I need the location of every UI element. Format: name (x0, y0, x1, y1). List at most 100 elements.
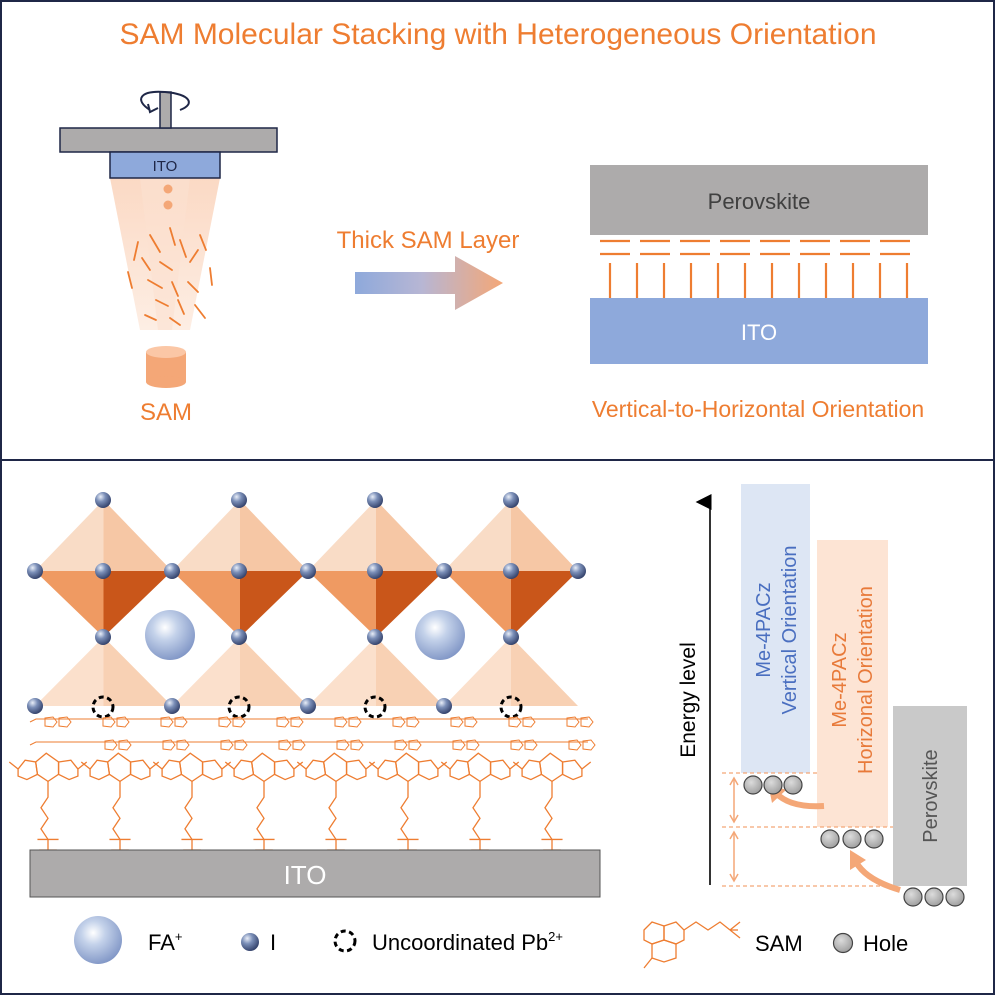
pyrrole-ring (106, 752, 132, 783)
hole (945, 887, 965, 907)
methyl-bond (8, 761, 19, 770)
sam-molecule (152, 752, 232, 851)
sam-molecule-icon (643, 921, 741, 969)
octahedron-face (308, 571, 376, 637)
ito-substrate (109, 151, 221, 179)
hole (820, 829, 840, 849)
methyl-bond (293, 761, 304, 770)
sam-dash (171, 281, 179, 297)
vertical-sam-molecules-array (8, 752, 592, 851)
rotation-arrow-icon (140, 90, 190, 111)
legend-sam-label: SAM (755, 931, 803, 956)
sam-dash (199, 234, 207, 251)
octahedron-face (103, 500, 172, 571)
vertical-sam-molecules (608, 263, 909, 298)
carbazole-ring (466, 739, 480, 751)
carbazole-ring (510, 739, 524, 751)
sam-dash (209, 267, 213, 286)
octahedron-face (35, 571, 104, 637)
octahedron-face (376, 571, 444, 637)
carbazole-ring (392, 716, 406, 728)
iodine-sphere (164, 563, 180, 579)
sam-molecule (296, 752, 376, 851)
spin-shaft (159, 91, 172, 129)
carbazole-ring (334, 716, 348, 728)
uncoordinated-pb-site (91, 695, 115, 719)
octahedron-face (172, 500, 240, 571)
legend-pb-label: Uncoordinated Pb2+ (372, 929, 563, 955)
fa-sphere (145, 610, 195, 660)
sam-dash (144, 314, 157, 321)
pyrrole-ring (394, 752, 420, 783)
fa-sphere-icon (74, 916, 122, 964)
horizontal-sam-molecules (600, 239, 910, 256)
alkyl-chain (256, 781, 265, 840)
octahedron-face (172, 571, 240, 637)
octahedron-face (240, 571, 308, 637)
octahedron-face (511, 637, 578, 706)
octahedron-face (308, 637, 376, 706)
legend-hole-label: Hole (863, 931, 908, 956)
iodine-sphere (164, 698, 180, 714)
ito-substrate-label: ITO (153, 158, 178, 175)
carbazole-ring (350, 739, 364, 751)
perovskite-bar-label: Perovskite (920, 749, 942, 842)
iodine-sphere (300, 698, 316, 714)
legend-chain (683, 921, 731, 931)
sam-dash (141, 257, 151, 271)
methyl-bond (509, 761, 520, 770)
sam-dash (169, 317, 181, 326)
horizontal-bar-line2: Horizonal Orientation (855, 586, 877, 774)
carbazole-ring (348, 716, 362, 728)
sam-dash (159, 261, 173, 271)
horizontal-sam-chains (29, 716, 596, 751)
octahedron-face (376, 500, 444, 571)
legend-methyl (643, 957, 653, 969)
benzene-ring (377, 759, 399, 781)
methyl-bond (77, 761, 88, 770)
pyrrole-ring (34, 752, 60, 783)
perovskite-layer (590, 165, 928, 235)
iodine-sphere (95, 563, 111, 579)
hole (763, 775, 783, 795)
iodine-sphere (503, 629, 519, 645)
carbazole-ring (522, 716, 536, 728)
pyrrole-ring (250, 752, 276, 783)
carbazole-ring (44, 716, 58, 728)
legend-fa-label: FA+ (148, 929, 183, 955)
benzene-ring (489, 759, 511, 781)
alkyl-chain (112, 781, 121, 840)
sam-source-label: SAM (140, 399, 192, 426)
carbazole-ring (278, 739, 292, 751)
hole (842, 829, 862, 849)
benzene-ring (17, 759, 39, 781)
horizontal-bar-line1: Me-4PACz (829, 632, 851, 727)
methyl-bond (152, 761, 163, 770)
iodine-sphere (27, 563, 43, 579)
methyl-bond (437, 761, 448, 770)
sam-dash (169, 227, 176, 246)
carbazole-ring (118, 739, 132, 751)
legend-anchor (729, 929, 741, 939)
carbazole-ring (524, 739, 538, 751)
sam-molecule (224, 752, 304, 851)
methyl-bond (80, 761, 91, 770)
carbazole-ring (450, 716, 464, 728)
carbazole-ring (58, 716, 72, 728)
carbazole-ring (582, 739, 596, 751)
legend-ring (651, 939, 677, 963)
carbazole-ring (104, 739, 118, 751)
carbazole-ring (174, 716, 188, 728)
octahedron-face (172, 637, 240, 706)
process-arrow: Thick SAM Layer (337, 227, 519, 310)
alkyl-chain (328, 781, 337, 840)
sam-molecule (80, 752, 160, 851)
iodine-sphere (367, 563, 383, 579)
iodine-sphere (503, 492, 519, 508)
iodine-sphere (231, 563, 247, 579)
methyl-bond (224, 761, 235, 770)
legend: FA+ I Uncoordinated Pb2+ SAM Hole (74, 916, 908, 969)
uncoordinated-pb-site (363, 695, 387, 719)
methyl-bond (221, 761, 232, 770)
octahedron-face (444, 500, 511, 571)
